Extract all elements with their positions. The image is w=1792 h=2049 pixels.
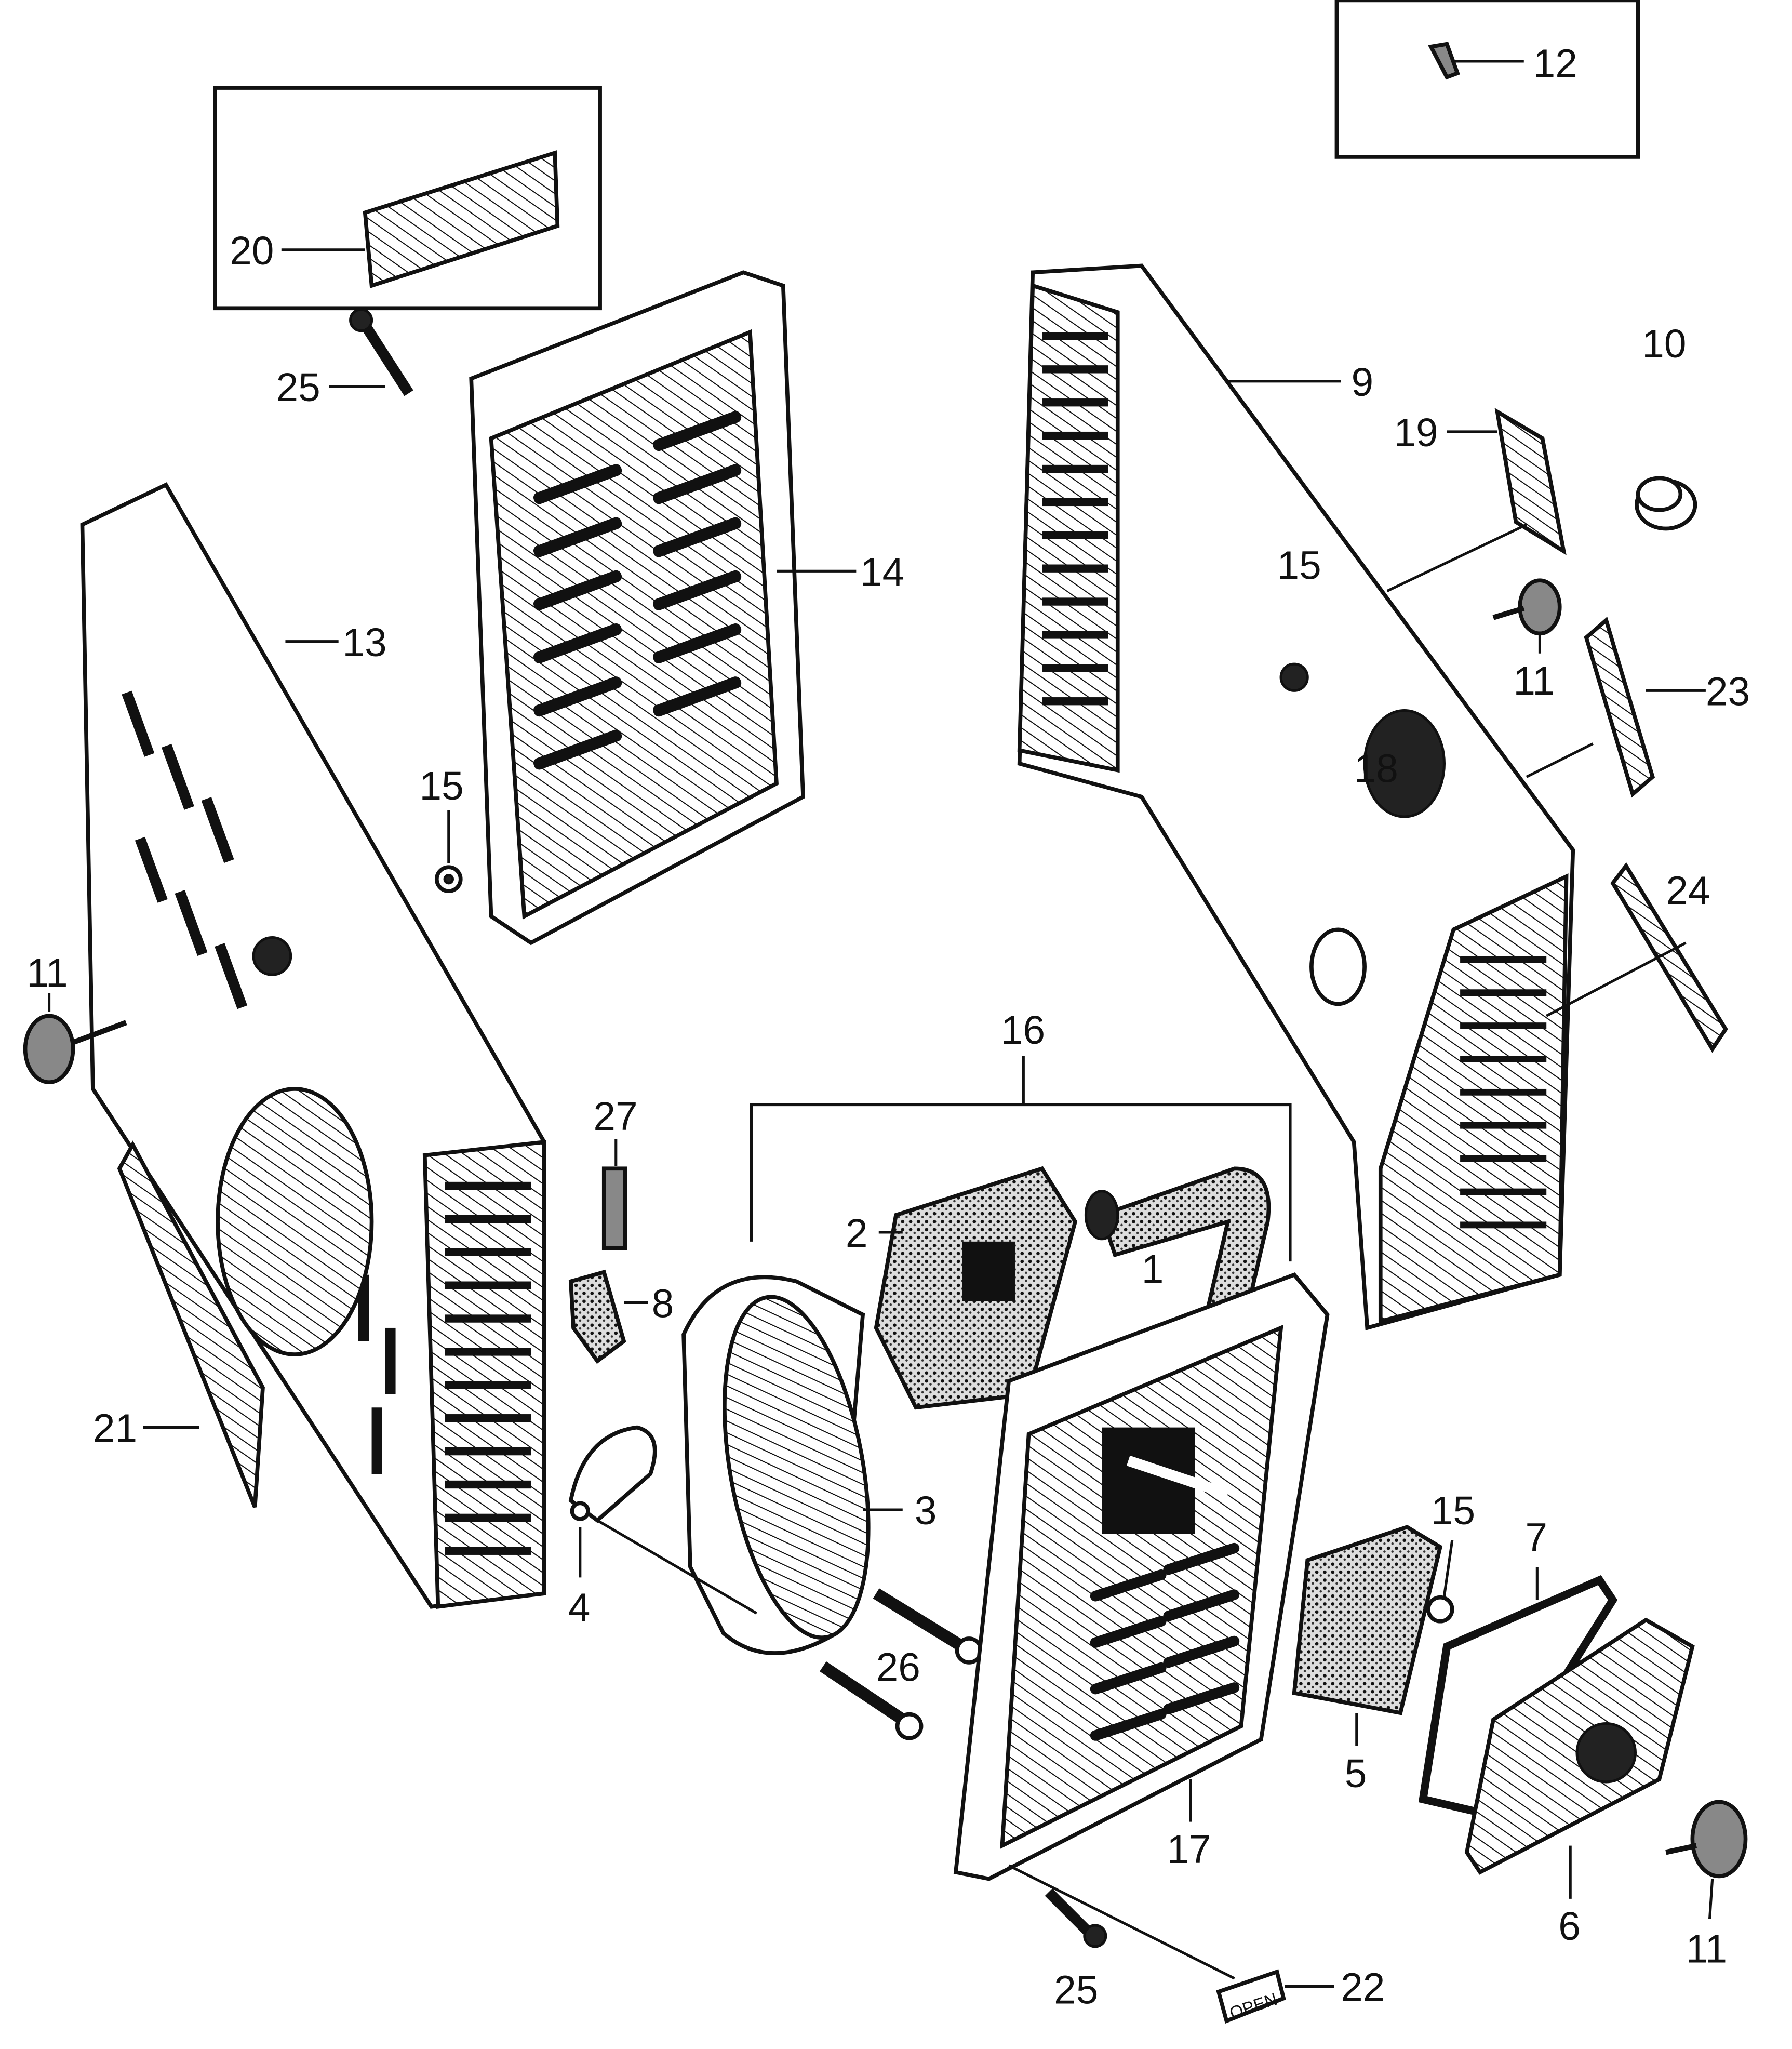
callout-15: 15 [1431, 1489, 1475, 1533]
callout-1: 1 [1142, 1247, 1164, 1292]
callout-14: 14 [860, 550, 904, 594]
callout-20: 20 [230, 229, 274, 273]
part-6-filter-cover [1464, 1617, 1695, 1899]
part-17-front-frame [953, 1272, 1330, 1980]
part-20-label [281, 150, 560, 288]
callout-11: 11 [1686, 1927, 1728, 1971]
part-12-clip [1428, 42, 1524, 80]
part-25-bolt [329, 308, 413, 396]
callout-7: 7 [1525, 1515, 1547, 1560]
callout-labels: 12 20 25 10 9 19 14 13 15 11 23 15 18 24… [26, 42, 1750, 2013]
callout-16: 16 [1001, 1008, 1045, 1053]
callout-27: 27 [593, 1095, 637, 1139]
callout-12: 12 [1533, 42, 1577, 86]
callout-25: 25 [1054, 1968, 1098, 2013]
callout-3: 3 [915, 1489, 937, 1533]
part-19-label [1386, 408, 1567, 592]
callout-11: 11 [26, 951, 68, 995]
part-2-gasket [874, 1166, 1078, 1410]
part-13-side-cover [80, 482, 546, 1609]
callout-23: 23 [1706, 670, 1750, 714]
callout-4: 4 [568, 1586, 591, 1630]
part-4-gasket [568, 1425, 757, 1615]
callout-6: 6 [1558, 1905, 1581, 1949]
callout-25: 25 [276, 366, 320, 410]
part-15-washer-lower [1426, 1540, 1454, 1624]
part-14-inner-frame [469, 270, 857, 946]
callout-15: 15 [420, 764, 464, 808]
callout-8: 8 [652, 1282, 674, 1326]
part-22-open-label: OPEN [1216, 1969, 1334, 2024]
part-8-rubber-mount [568, 1269, 648, 1364]
part-15-washer [434, 810, 463, 893]
callout-18: 18 [1354, 747, 1398, 791]
callout-15: 15 [1277, 544, 1321, 588]
part-11-knob-bottom [1665, 1800, 1748, 1919]
part-26-bolts [820, 1588, 983, 1740]
part-23-label [1526, 617, 1706, 798]
callout-22: 22 [1341, 1966, 1385, 2010]
part-24-label [1546, 862, 1728, 1053]
callout-5: 5 [1345, 1752, 1367, 1796]
part-25-bolt-bottom [1045, 1888, 1107, 1948]
part-16-assembly-bracket [750, 1056, 1292, 1262]
callout-10: 10 [1642, 322, 1686, 366]
part-3-muffler [681, 1275, 903, 1655]
callout-24: 24 [1666, 869, 1710, 913]
part-11-knob [1492, 578, 1562, 654]
part-9-side-cover [1017, 263, 1575, 1330]
part-10-grommet [1635, 476, 1697, 531]
callout-21: 21 [93, 1407, 137, 1451]
callout-17: 17 [1167, 1828, 1211, 1872]
part-21-label [117, 1140, 265, 1508]
part-11-knob-left [23, 993, 127, 1084]
inset-box-12 [1334, 0, 1640, 159]
callout-19: 19 [1394, 411, 1438, 455]
callout-13: 13 [342, 621, 386, 665]
part-5-filter [1292, 1525, 1443, 1746]
callout-2: 2 [846, 1212, 868, 1256]
callout-11: 11 [1513, 659, 1555, 703]
callout-9: 9 [1352, 361, 1374, 405]
part-1-exhaust-pipe [1084, 1166, 1271, 1310]
callout-26: 26 [876, 1646, 920, 1690]
part-27-stud [601, 1139, 627, 1250]
